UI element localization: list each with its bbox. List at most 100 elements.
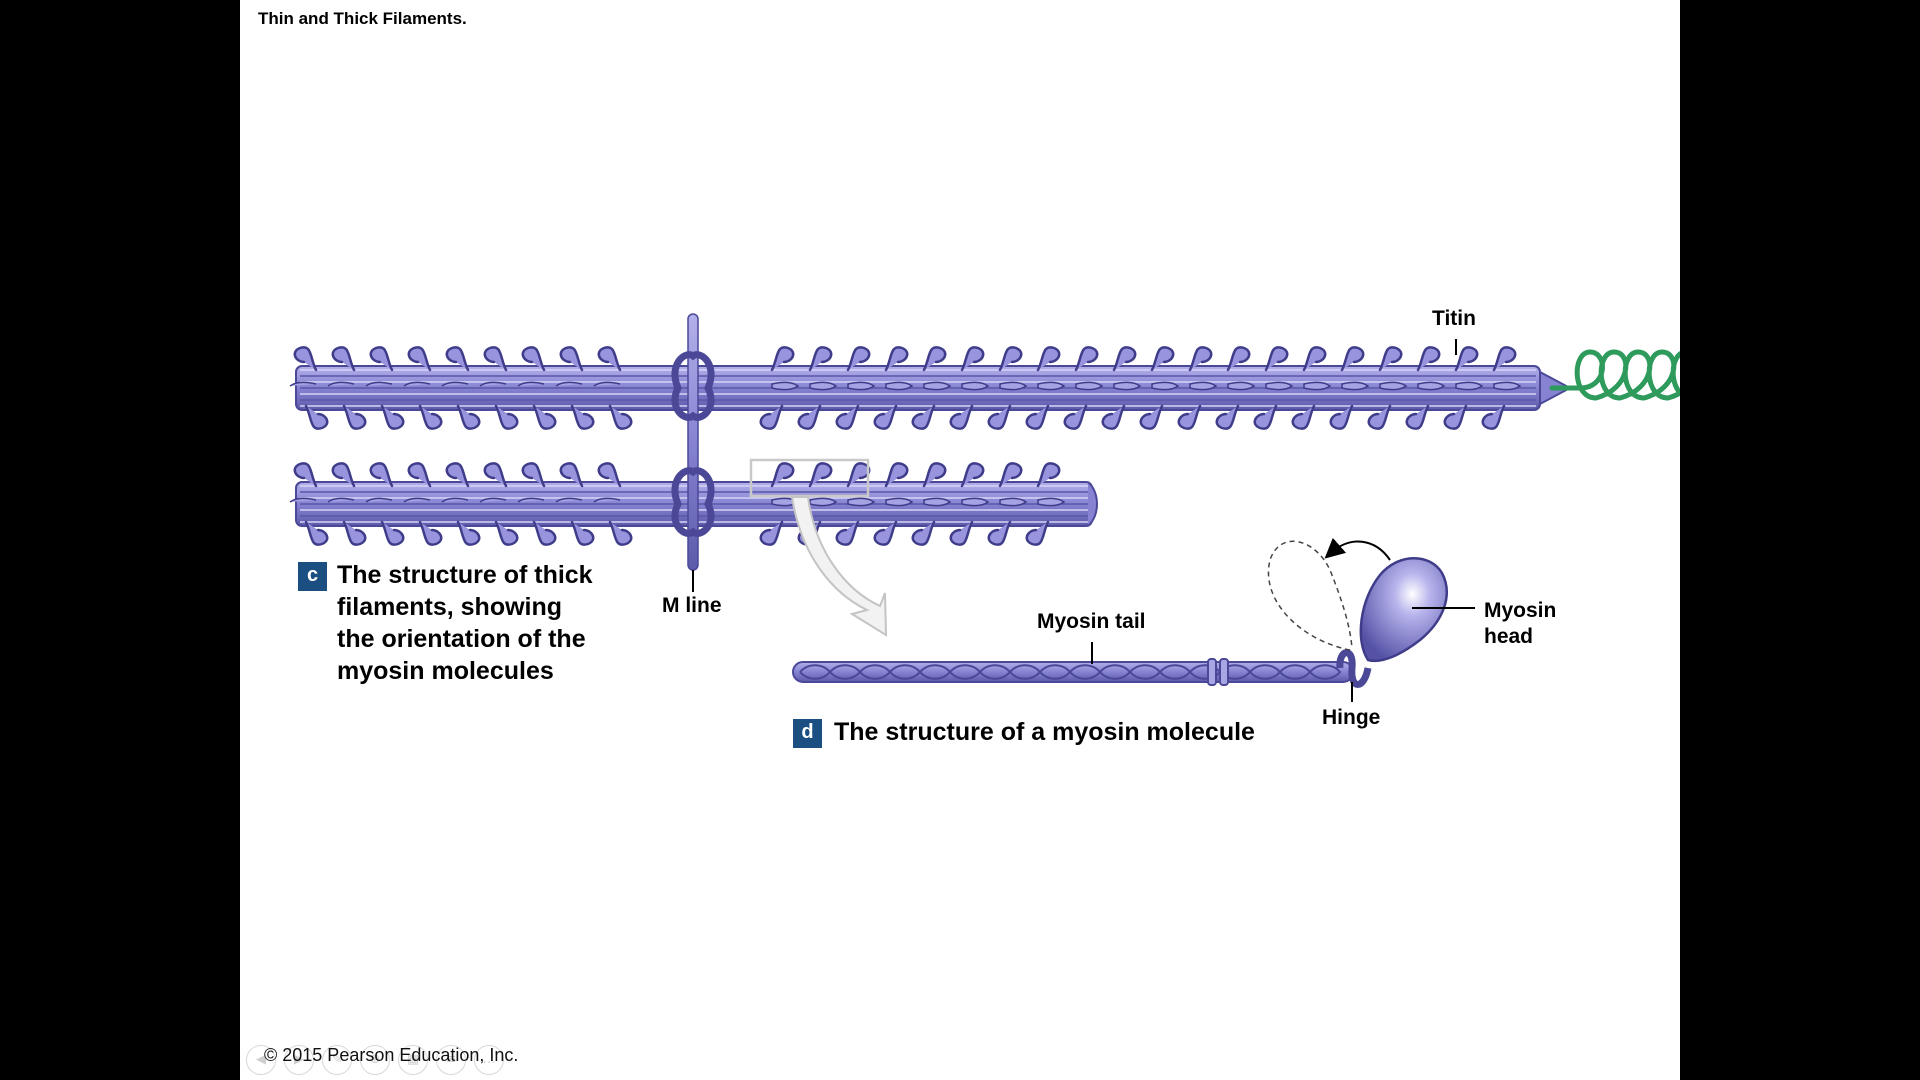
myosin-head-mark	[342, 404, 367, 430]
myosin-head-mark	[1302, 346, 1327, 372]
myosin-head-mark	[1492, 346, 1517, 372]
myosin-fin-mark	[1037, 381, 1066, 391]
m-line	[671, 313, 715, 592]
myosin-fin-mark	[847, 381, 876, 391]
hinge-label: Hinge	[1322, 706, 1381, 729]
myosin-head-mark	[1405, 404, 1430, 430]
myosin-fin-mark	[923, 497, 952, 507]
myosin-head-mark	[987, 520, 1012, 546]
myosin-head-mark	[559, 346, 584, 372]
myosin-head-mark	[570, 404, 595, 430]
myosin-head-mark	[770, 346, 795, 372]
myosin-fin-mark	[771, 381, 800, 391]
myosin-head-mark	[532, 520, 557, 546]
myosin-head-mark	[608, 404, 633, 430]
myosin-fin-mark	[885, 381, 914, 391]
myosin-head-mark	[1253, 404, 1278, 430]
myosin-fin-mark	[847, 497, 876, 507]
myosin-fin-mark	[1227, 381, 1256, 391]
myosin-head-mark	[759, 520, 784, 546]
myosin-head-mark	[1416, 346, 1441, 372]
myosin-head-mark	[1215, 404, 1240, 430]
myosin-head-mark	[445, 462, 470, 488]
grid-icon[interactable]: ▦	[398, 1045, 428, 1075]
myosin-head-mark	[418, 404, 443, 430]
myosin-head-mark	[521, 346, 546, 372]
thick-filament-top	[289, 346, 1573, 430]
myosin-fin-mark	[289, 497, 317, 503]
myosin-head-mark	[1025, 404, 1050, 430]
myosin-head-mark	[884, 462, 909, 488]
panel-c-caption-line: The structure of thick	[337, 561, 593, 589]
myosin-head-mark	[407, 346, 432, 372]
myosin-head-mark	[1481, 404, 1506, 430]
next-icon[interactable]: ▶	[284, 1045, 314, 1075]
myosin-fin-mark	[961, 381, 990, 391]
myosin-head-mark	[380, 520, 405, 546]
myosin-head-mark	[960, 462, 985, 488]
myosin-head-mark	[532, 404, 557, 430]
myosin-head-mark	[884, 346, 909, 372]
myosin-head-mark	[380, 404, 405, 430]
myosin-head-mark	[1264, 346, 1289, 372]
myosin-head-mark	[521, 462, 546, 488]
myosin-fin-mark	[593, 497, 621, 503]
myosin-fin-mark	[1493, 381, 1522, 391]
myosin-head-mark	[369, 462, 394, 488]
prev-icon[interactable]: ◀	[246, 1045, 276, 1075]
menu-icon[interactable]: ≡	[436, 1045, 466, 1075]
zoom-indicator	[749, 458, 888, 637]
myosin-fin-mark	[555, 381, 583, 387]
myosin-head-mark	[770, 462, 795, 488]
myosin-head-mark	[293, 462, 318, 488]
titin-label: Titin	[1432, 307, 1476, 330]
myosin-fin-mark	[1379, 381, 1408, 391]
myosin-head-mark	[998, 462, 1023, 488]
myosin-fin-mark	[327, 381, 355, 387]
titin-coil	[1455, 339, 1680, 401]
myosin-head-mark	[960, 346, 985, 372]
panel-d-badge: d	[793, 719, 822, 748]
myosin-fin-mark	[441, 381, 469, 387]
myosin-head-mark	[304, 520, 329, 546]
myosin-fin-mark	[441, 497, 469, 503]
myosin-fin-mark	[809, 381, 838, 391]
myosin-fin-mark	[1151, 381, 1180, 391]
myosin-fin-mark	[479, 381, 507, 387]
myosin-head-mark	[1329, 404, 1354, 430]
myosin-head-mark	[570, 520, 595, 546]
myosin-head-mark	[1063, 404, 1088, 430]
myosin-head-mark	[922, 346, 947, 372]
myosin-head-mark	[407, 462, 432, 488]
myosin-head-mark	[808, 346, 833, 372]
myosin-fin-mark	[327, 497, 355, 503]
myosin-fin-mark	[365, 381, 393, 387]
myosin-fin-mark	[479, 497, 507, 503]
thick-filament-figure	[289, 313, 1680, 702]
copyright: © 2015 Pearson Education, Inc.	[264, 1045, 519, 1065]
more-icon[interactable]: …	[474, 1045, 504, 1075]
myosin-head-mark	[1074, 346, 1099, 372]
myosin-head-mark	[759, 404, 784, 430]
myosin-head-mark	[835, 520, 860, 546]
pen-icon[interactable]: ✎	[322, 1045, 352, 1075]
myosin-fin-mark	[517, 497, 545, 503]
myosin-fin-mark	[289, 381, 317, 387]
myosin-fin-mark	[1455, 381, 1484, 391]
myosin-fin-mark	[923, 381, 952, 391]
myosin-head-mark	[483, 462, 508, 488]
myosin-head-mark	[494, 404, 519, 430]
myosin-fin-mark	[961, 497, 990, 507]
myosin-head-mark	[1443, 404, 1468, 430]
myosin-head-mark	[331, 462, 356, 488]
panel-c-caption-line: the orientation of the	[337, 625, 586, 653]
myosin-head-mark	[456, 404, 481, 430]
myosin-head-mark	[1291, 404, 1316, 430]
myosin-fin-mark	[1075, 381, 1104, 391]
zoom-icon[interactable]: ⊕	[360, 1045, 390, 1075]
myosin-fin-mark	[1265, 381, 1294, 391]
slide-title: Thin and Thick Filaments.	[258, 9, 467, 28]
myosin-fin-mark	[593, 381, 621, 387]
myosin-fin-mark	[1303, 381, 1332, 391]
filament-end	[1087, 481, 1098, 527]
